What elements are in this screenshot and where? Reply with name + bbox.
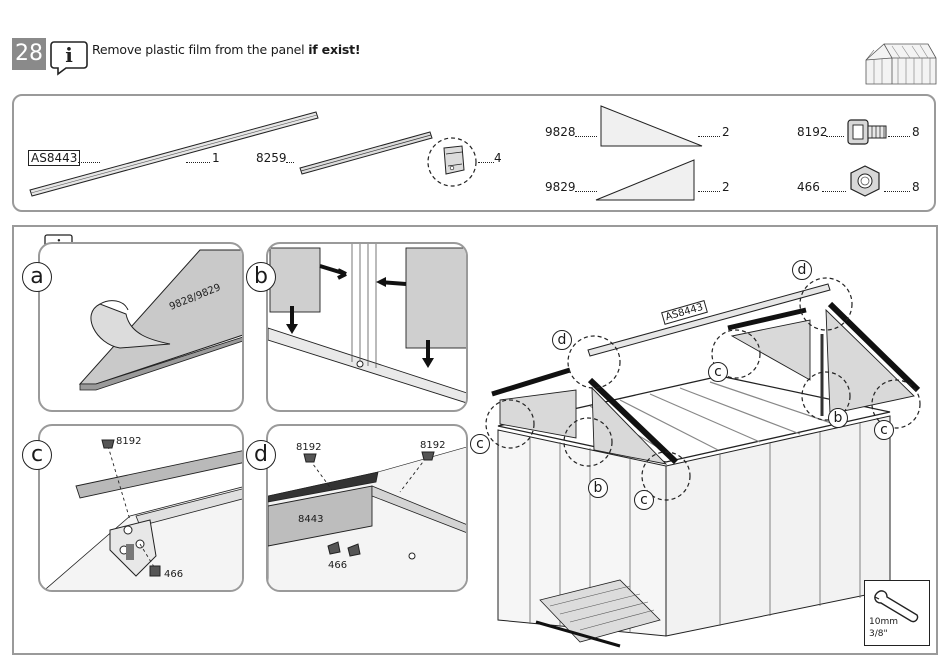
p9828-qty: 2 [722, 125, 730, 139]
as8443-qty: 1 [212, 151, 220, 165]
p9829-qty: 2 [722, 180, 730, 194]
p9828-drawing [598, 104, 708, 150]
detail-letter-a: a [22, 262, 52, 292]
c-nut-label: 466 [164, 569, 183, 580]
bolt-8192-icon [846, 116, 890, 150]
p8192-qty: 8 [912, 125, 920, 139]
p9828-code: 9828 [545, 125, 576, 139]
callout-c-2: c [634, 490, 654, 510]
callout-b-2: b [828, 408, 848, 428]
detail-letter-d: d [246, 440, 276, 470]
detail-panel-a: 9828/9829 [38, 242, 244, 412]
callout-b-1: b [588, 478, 608, 498]
callout-c-1: c [470, 434, 490, 454]
as8443-code: AS8443 [28, 150, 80, 166]
info-icon: i [50, 38, 88, 74]
detail-letter-c: c [22, 440, 52, 470]
p8259-drawing [298, 128, 438, 178]
tool-box: 10mm 3/8" [864, 580, 930, 646]
callout-d-2: d [792, 260, 812, 280]
callout-c-3: c [708, 362, 728, 382]
d-bolt-left-label: 8192 [296, 442, 321, 453]
instruction-plain: Remove plastic film from the panel [92, 42, 308, 57]
tool-size-metric: 10mm [869, 617, 898, 627]
detail-panel-d: 8192 8192 8443 466 [266, 424, 468, 592]
p9829-code: 9829 [545, 180, 576, 194]
instruction-text: Remove plastic film from the panel if ex… [92, 42, 360, 57]
d-bolt-right-label: 8192 [420, 440, 445, 451]
p9829-drawing [594, 158, 704, 204]
svg-text:i: i [65, 43, 73, 67]
p8259-detail-circle [426, 136, 482, 188]
detail-panel-b [266, 242, 468, 412]
shed-thumbnail [862, 38, 938, 86]
callout-d-1: d [552, 330, 572, 350]
detail-letter-b: b [246, 262, 276, 292]
detail-panel-c: 8192 466 [38, 424, 244, 592]
nut-466-icon [848, 164, 882, 198]
p466-code: 466 [797, 180, 820, 194]
step-number: 28 [12, 38, 46, 70]
p8259-code: 8259 [256, 151, 287, 165]
instruction-bold: if exist! [308, 42, 360, 57]
d-rail-label: 8443 [298, 514, 323, 525]
callout-c-4: c [874, 420, 894, 440]
p8192-code: 8192 [797, 125, 828, 139]
c-bolt-label: 8192 [116, 436, 141, 447]
d-nut-label: 466 [328, 560, 347, 571]
p466-qty: 8 [912, 180, 920, 194]
tool-size-imperial: 3/8" [869, 629, 888, 639]
p8259-qty: 4 [494, 151, 502, 165]
